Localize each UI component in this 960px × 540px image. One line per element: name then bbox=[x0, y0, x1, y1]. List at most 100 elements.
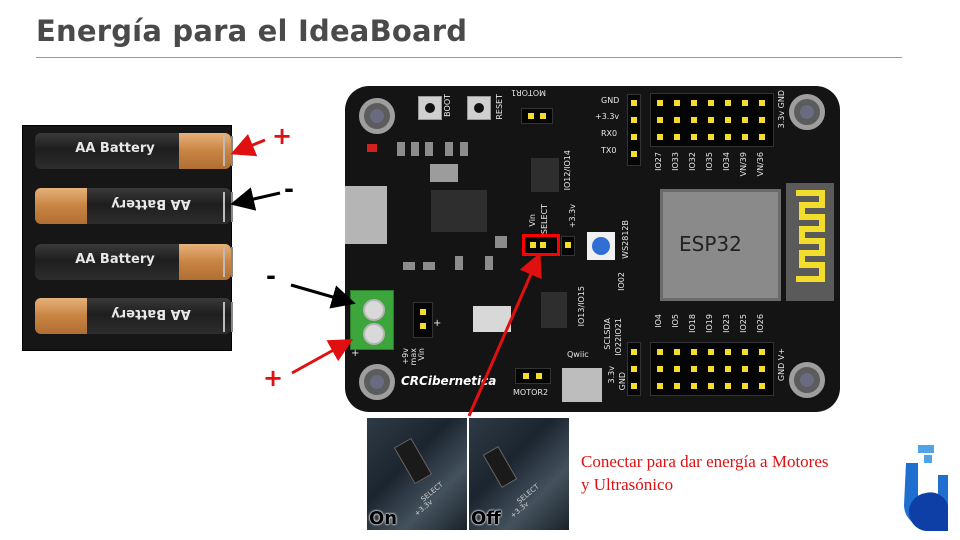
battery-cell: AA Battery bbox=[35, 133, 231, 169]
battery-spring bbox=[223, 302, 233, 332]
esp32-label: ESP32 bbox=[679, 232, 742, 256]
select-33-label: +3.3v bbox=[568, 204, 577, 229]
io-label: IO26 bbox=[756, 314, 765, 333]
photo-select-label: SELECT bbox=[419, 480, 445, 504]
boot-label: BOOT bbox=[443, 94, 452, 117]
select-label: SELECT bbox=[540, 204, 549, 235]
sensor-chip bbox=[541, 292, 567, 328]
battery-cell: AA Battery bbox=[35, 298, 231, 334]
brand-logo-icon bbox=[904, 445, 948, 531]
photo-33-label: +3.3v bbox=[508, 500, 531, 520]
qwiic-label: Qwiic bbox=[567, 350, 589, 359]
reset-label: RESET bbox=[495, 94, 504, 120]
photo-jumper-off: SELECT +3.3v Off bbox=[469, 418, 569, 530]
io-label: IO4 bbox=[654, 314, 663, 328]
io02-label: IO02 bbox=[617, 272, 626, 291]
jumper-cap bbox=[393, 437, 433, 485]
io12-label: IO12/IO14 bbox=[563, 150, 572, 191]
io-label: IO23 bbox=[722, 314, 731, 333]
battery-label: AA Battery bbox=[111, 306, 191, 321]
crcibernetica-logo: CRCibernetica bbox=[401, 374, 497, 388]
motor2-label: MOTOR2 bbox=[513, 388, 549, 397]
io-label: IO32 bbox=[688, 152, 697, 171]
uart-header bbox=[627, 94, 641, 166]
io13-label: IO13/IO15 bbox=[577, 286, 586, 327]
photo-off-caption: Off bbox=[471, 508, 501, 529]
photo-33-label: +3.3v bbox=[412, 498, 435, 518]
dc-jack bbox=[345, 186, 387, 244]
title-divider bbox=[36, 57, 902, 58]
battery-cell: AA Battery bbox=[35, 188, 231, 224]
battery-spring bbox=[223, 192, 233, 222]
arrow-terminal-minus bbox=[290, 283, 356, 309]
mounting-hole bbox=[359, 364, 395, 400]
io-label: VN/39 bbox=[739, 152, 748, 177]
mounting-hole bbox=[789, 94, 825, 130]
battery-pack: AA Battery AA Battery AA Battery AA Batt… bbox=[22, 125, 233, 351]
bottom-io-header bbox=[650, 342, 774, 396]
io-label: IO27 bbox=[654, 152, 663, 171]
ideaboard: BOOT RESET MOTOR1 IO12/IO14 Vin SELECT +… bbox=[345, 86, 840, 412]
io-label: IO18 bbox=[688, 314, 697, 333]
tx0-label: TX0 bbox=[601, 146, 617, 155]
minus-marker: - bbox=[266, 262, 276, 290]
i2c-header bbox=[627, 342, 641, 396]
driver-chip bbox=[531, 158, 559, 192]
photo-select-label: SELECT bbox=[515, 482, 541, 506]
io-label: IO25 bbox=[739, 314, 748, 333]
photo-jumper-on: SELECT +3.3v On bbox=[367, 418, 467, 530]
plus-marker: + bbox=[272, 122, 293, 150]
arrow-terminal-plus bbox=[291, 339, 354, 375]
io-label: IO34 bbox=[722, 152, 731, 171]
mounting-hole bbox=[359, 98, 395, 134]
ws2812b-led bbox=[587, 232, 615, 260]
esp32-module: ESP32 bbox=[660, 189, 781, 301]
bottom-power-label: GND V+ bbox=[777, 348, 786, 382]
motor1-header bbox=[521, 108, 553, 124]
battery-label: AA Battery bbox=[111, 196, 191, 211]
minus-marker: - bbox=[284, 175, 294, 203]
power-terminal-block[interactable] bbox=[350, 290, 394, 350]
rx0-label: RX0 bbox=[601, 129, 618, 138]
io-label: IO35 bbox=[705, 152, 714, 171]
battery-label: AA Battery bbox=[75, 141, 155, 156]
battery-spring bbox=[223, 136, 233, 166]
power-select-jumper[interactable] bbox=[522, 234, 560, 256]
vin-header bbox=[413, 302, 433, 338]
io-label: IO19 bbox=[705, 314, 714, 333]
vin-header-plus: + bbox=[433, 318, 442, 329]
terminal-plus-label: + bbox=[351, 348, 360, 359]
motor1-label: MOTOR1 bbox=[511, 88, 547, 97]
select-vin-label: Vin bbox=[528, 214, 537, 227]
power-note: Conectar para dar energía a Motores y Ul… bbox=[581, 452, 829, 494]
battery-label: AA Battery bbox=[75, 252, 155, 267]
photo-on-caption: On bbox=[369, 508, 398, 529]
i2c-label: SCLSDA bbox=[603, 318, 612, 350]
i2c-label: IO22IO21 bbox=[614, 318, 623, 356]
arrow-battery-plus bbox=[230, 134, 266, 157]
motor2-header bbox=[515, 368, 551, 384]
ws2812b-label: WS2812B bbox=[621, 220, 630, 259]
jumper-cap bbox=[482, 446, 518, 488]
gnd-label: GND bbox=[601, 96, 620, 105]
side-gnd-label: GND bbox=[618, 372, 627, 391]
side-33-label: 3.3v bbox=[607, 366, 616, 384]
boot-button[interactable] bbox=[418, 96, 442, 120]
top-io-header bbox=[650, 93, 774, 147]
reset-button[interactable] bbox=[467, 96, 491, 120]
battery-spring bbox=[223, 247, 233, 277]
33v-label: +3.3v bbox=[595, 112, 620, 121]
top-power-label: 3.3v GND bbox=[777, 90, 786, 129]
vin-label: Vin bbox=[417, 348, 426, 361]
qwiic-connector[interactable] bbox=[562, 368, 602, 402]
io-label: IO33 bbox=[671, 152, 680, 171]
slide-title: Energía para el IdeaBoard bbox=[36, 14, 468, 48]
io-label: IO5 bbox=[671, 314, 680, 328]
regulator-chip bbox=[431, 190, 487, 232]
io-label: VN/36 bbox=[756, 152, 765, 177]
arrow-battery-minus bbox=[230, 187, 281, 211]
wifi-antenna bbox=[786, 183, 834, 301]
mounting-hole bbox=[789, 362, 825, 398]
battery-cell: AA Battery bbox=[35, 244, 231, 280]
plus-marker: + bbox=[263, 364, 284, 392]
